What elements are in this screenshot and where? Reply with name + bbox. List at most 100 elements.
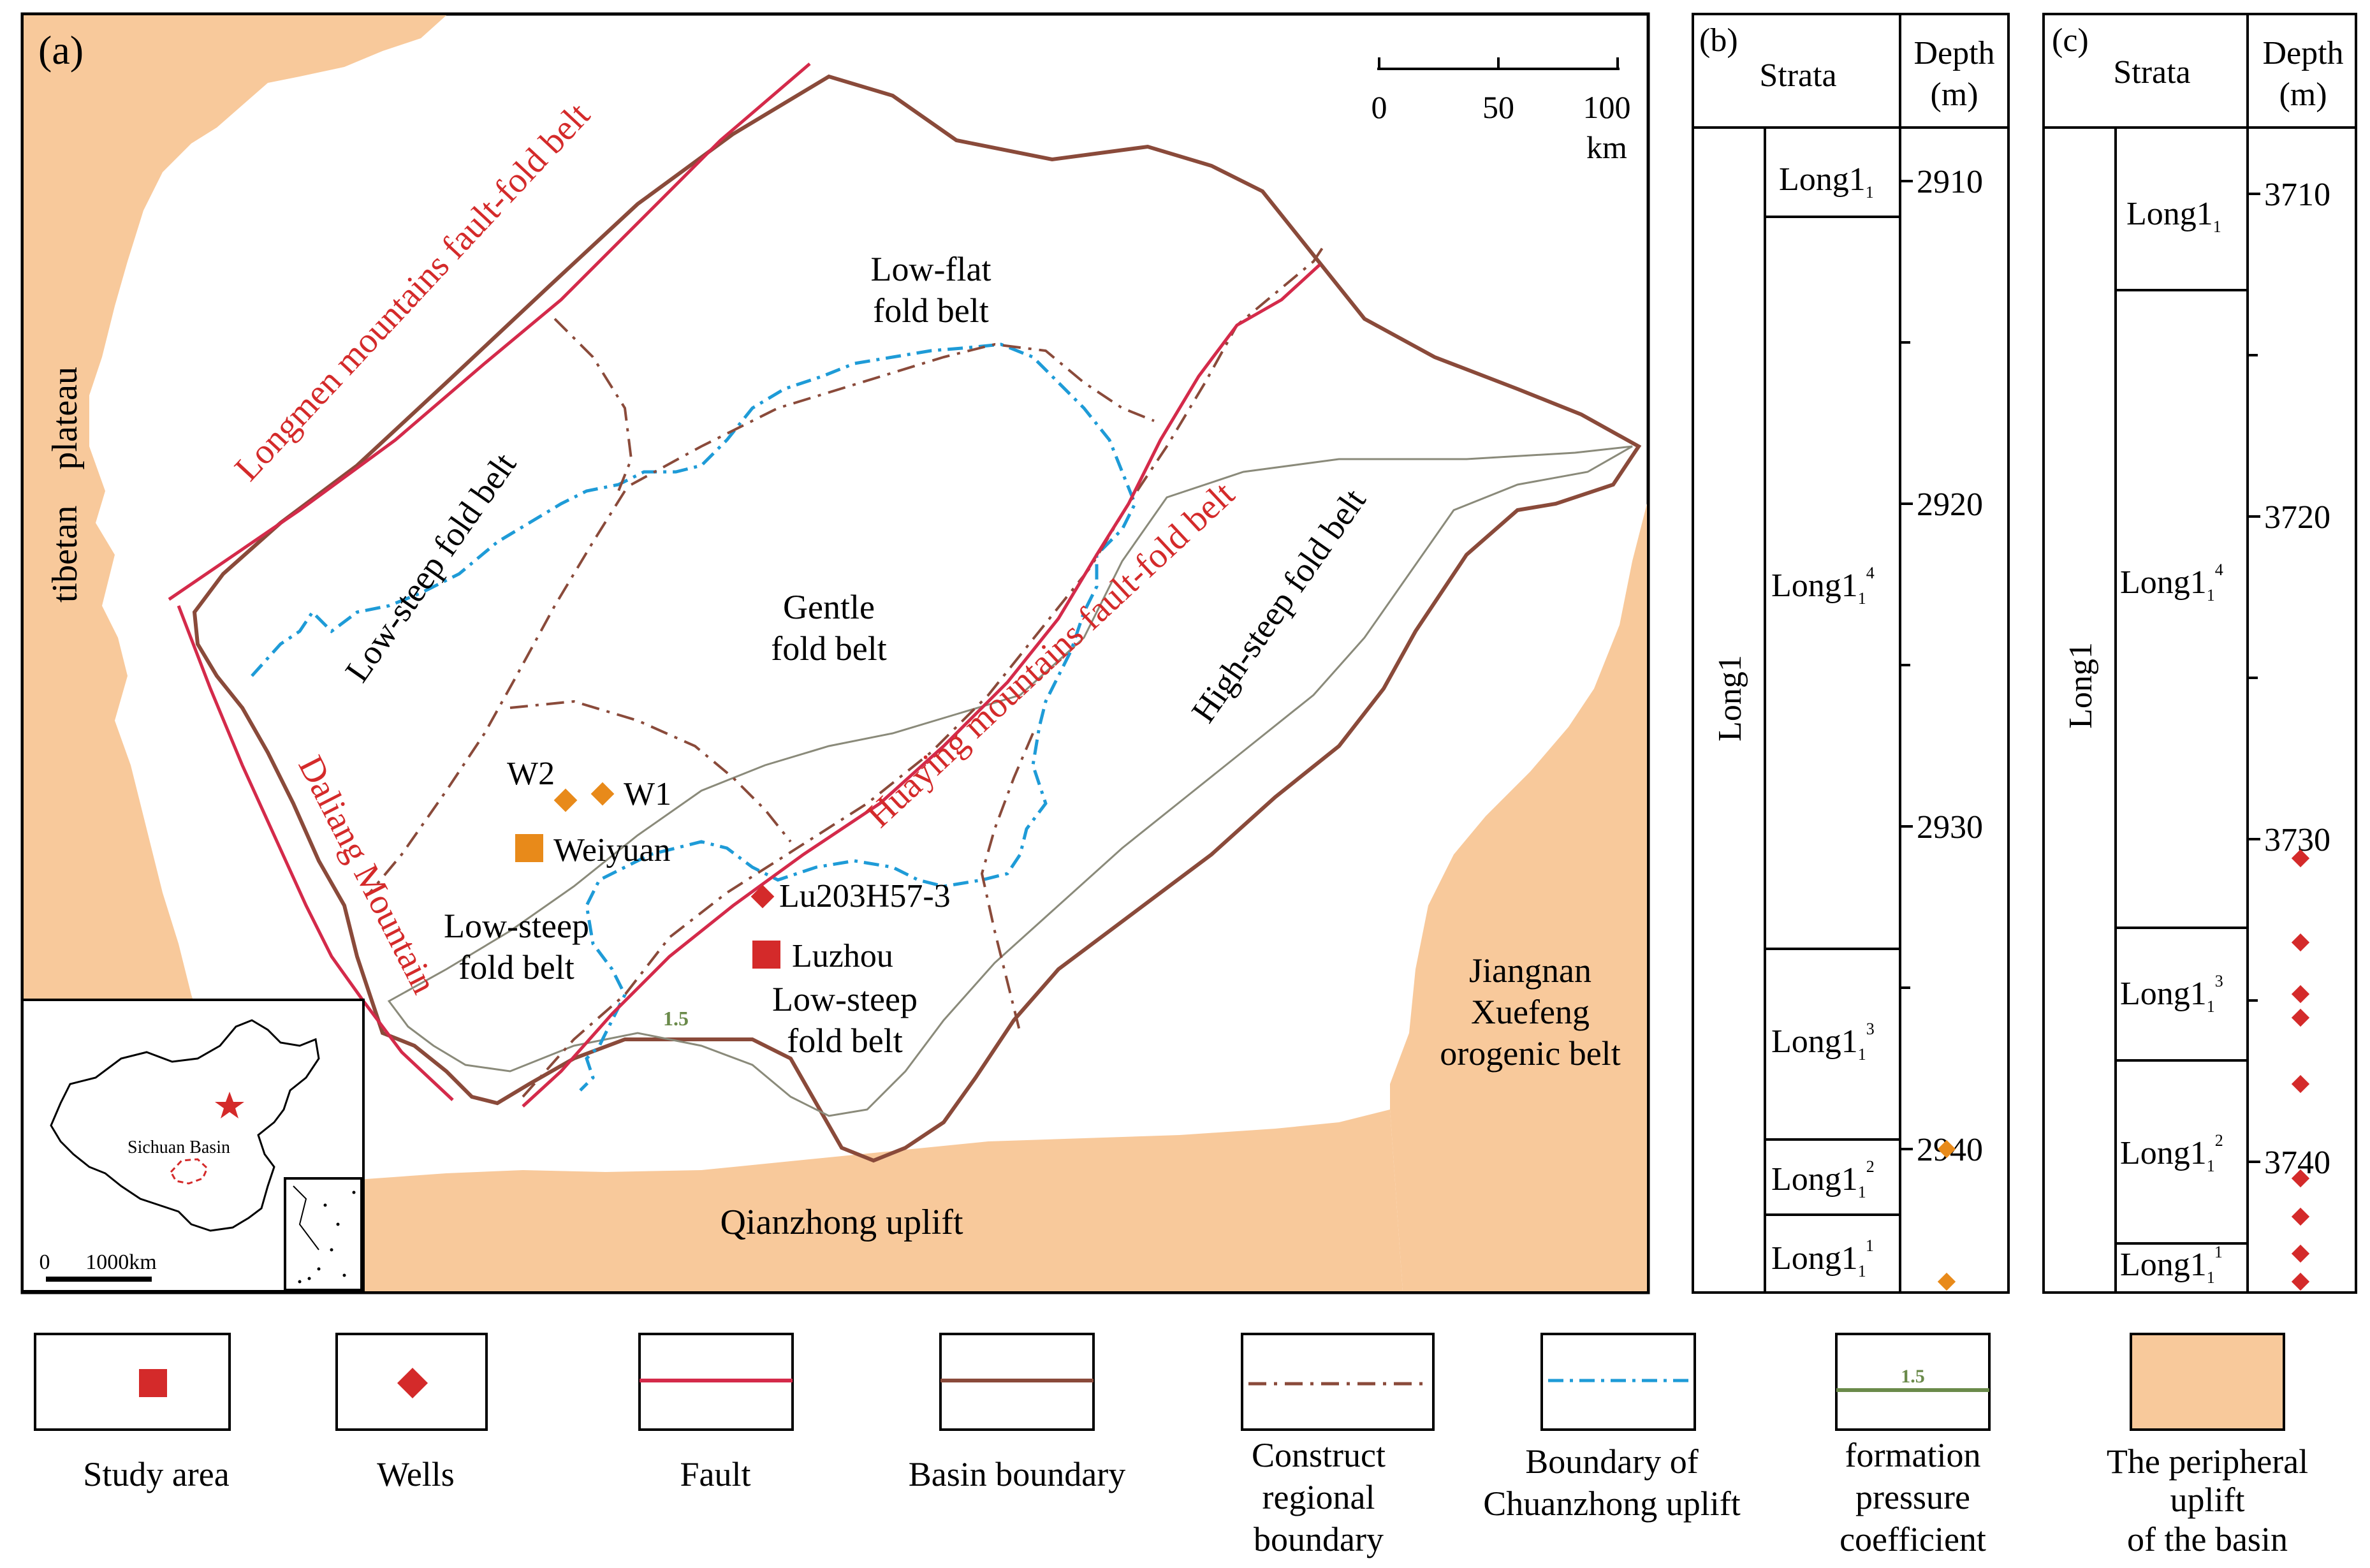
qianzhong-uplift-label: Qianzhong uplift	[720, 1203, 963, 1242]
lu203-label: Lu203H57-3	[779, 878, 951, 914]
svg-text:Long112: Long112	[1771, 1157, 1875, 1201]
china-outline	[50, 1019, 320, 1232]
panel-c-unit-3: Long113	[2120, 972, 2223, 1016]
svg-text:Long11: Long11	[1779, 161, 1874, 201]
legend-peripheral-label-1: The peripheral	[2107, 1442, 2308, 1481]
tibetan-plateau-label: tibetan plateau	[45, 367, 85, 603]
panel-c-depth-3720: 3720	[2264, 499, 2330, 536]
lu203-well-marker	[750, 884, 775, 909]
scale-tick-0: 0	[1372, 89, 1387, 125]
legend-pressure-label-3: coefficient	[1840, 1520, 1986, 1558]
low-steep-s-label-1: Low-steep	[772, 980, 918, 1018]
svg-text:Long111: Long111	[1771, 1236, 1874, 1280]
basin-boundary	[192, 74, 1642, 1163]
legend-wells-label: Wells	[377, 1455, 455, 1493]
panel-c-sample-markers	[2291, 849, 2310, 1291]
panel-a-label: (a)	[38, 27, 84, 73]
panel-c-label: (c)	[2052, 22, 2089, 59]
legend-fault-label: Fault	[680, 1455, 750, 1493]
panel-b-unit-1: Long11	[1779, 161, 1874, 201]
strata-panel-c	[2042, 13, 2357, 1294]
panel-c-sample-marker	[2291, 933, 2310, 952]
faults	[168, 62, 1321, 1108]
legend-basin-boundary-label: Basin boundary	[909, 1455, 1125, 1493]
luzhou-label: Luzhou	[792, 938, 893, 974]
low-steep-s-label-2: fold belt	[787, 1022, 902, 1060]
svg-text:Long111: Long111	[2120, 1243, 2223, 1287]
pressure-contour	[387, 445, 1633, 1117]
weiyuan-label: Weiyuan	[553, 832, 671, 868]
legend-peripheral-label-3: of the basin	[2127, 1520, 2288, 1558]
panel-c-unit-4: Long112	[2120, 1131, 2223, 1175]
panel-b-depth-2930: 2930	[1917, 809, 1983, 846]
panel-c-strata-header: Strata	[2113, 54, 2190, 91]
luzhou-study-area	[752, 941, 780, 969]
scale-bar	[1377, 57, 1620, 70]
legend-construct-label-2: regional	[1262, 1478, 1375, 1516]
panel-c-depth-header-2: (m)	[2279, 77, 2327, 113]
inset-coast	[293, 1185, 319, 1250]
legend-construct: Construct regional boundary	[1241, 1333, 1435, 1558]
legend-peripheral-label-2: uplift	[2170, 1481, 2245, 1519]
panel-b-depth-2910: 2910	[1917, 164, 1983, 200]
legend-construct-label-1: Construct	[1252, 1436, 1386, 1474]
w1-label: W1	[624, 776, 671, 812]
panel-b-label: (b)	[1699, 22, 1738, 59]
legend-chuanzhong: Boundary of Chuanzhong uplift	[1483, 1333, 1741, 1523]
panel-b-unit-4: Long112	[1771, 1157, 1875, 1201]
sichuan-basin-outline	[170, 1158, 208, 1185]
map-panel: 0 50 100 km (a) tibetan plateau Qianzhon…	[20, 12, 1650, 1294]
legend-pressure: 1.5 formation pressure coefficient	[1835, 1333, 1991, 1558]
w2-label: W2	[507, 756, 555, 792]
inset-sichuan-label: Sichuan Basin	[128, 1138, 230, 1157]
panel-b-sample-marker	[1937, 1272, 1956, 1291]
panel-c-unit-2: Long114	[2120, 561, 2223, 604]
chuanzhong-boundary	[251, 342, 1137, 1092]
panel-c-depth-header-1: Depth	[2262, 35, 2343, 71]
legend-chuanzhong-label-2: Chuanzhong uplift	[1483, 1484, 1740, 1523]
panel-b-strata-header: Strata	[1759, 57, 1836, 94]
strata-panel-b	[1692, 13, 2010, 1294]
panel-b-unit-5: Long111	[1771, 1236, 1874, 1280]
panel-c-depth-3730: 3730	[2264, 822, 2330, 858]
construct-boundaries	[369, 241, 1328, 1098]
legend-pressure-value: 1.5	[1901, 1366, 1925, 1387]
jiangnan-label-1: Jiangnan	[1469, 951, 1591, 990]
gentle-label-2: fold belt	[771, 629, 886, 668]
legend-pressure-label-2: pressure	[1855, 1478, 1970, 1516]
low-steep-w-label-2: fold belt	[458, 948, 574, 986]
svg-text:Long114: Long114	[1771, 564, 1875, 608]
contour-value-label: 1.5	[663, 1007, 689, 1030]
legend-basin-boundary: Basin boundary	[909, 1333, 1125, 1493]
panel-b-sample-marker	[1937, 1139, 1956, 1159]
inset-scale-start: 0	[40, 1250, 50, 1274]
inset-islands	[298, 1191, 356, 1284]
panel-c-sample-marker	[2291, 1244, 2310, 1263]
panel-b-ticks	[1900, 180, 1913, 1150]
weiyuan-study-area	[515, 834, 543, 862]
scale-tick-50: 50	[1482, 89, 1514, 125]
beijing-star-icon	[215, 1092, 244, 1118]
panel-c-sample-marker	[2291, 849, 2310, 868]
low-flat-label-2: fold belt	[873, 291, 988, 330]
panel-c-sample-marker	[2291, 1207, 2310, 1226]
low-steep-w-label-1: Low-steep	[444, 907, 589, 945]
peripheral-uplift-east	[1390, 504, 1647, 1291]
panel-c-unit-5: Long111	[2120, 1243, 2223, 1287]
panel-c-unit-1: Long11	[2126, 196, 2221, 236]
panel-b-depth-header-2: (m)	[1930, 77, 1978, 113]
panel-c-ticks	[2248, 193, 2260, 1163]
svg-text:Long113: Long113	[1771, 1020, 1875, 1064]
legend-pressure-label-1: formation	[1845, 1436, 1981, 1474]
panel-c-sample-marker	[2291, 1074, 2310, 1094]
inset-scale-end: 1000km	[85, 1250, 156, 1274]
scale-tick-100: 100	[1583, 89, 1631, 125]
panel-c-formation: Long1	[2063, 642, 2099, 729]
well-w1-marker	[590, 782, 615, 806]
panel-c-sample-marker	[2291, 1008, 2310, 1027]
panel-b-depth-2920: 2920	[1917, 487, 1983, 523]
scale-unit: km	[1586, 129, 1627, 165]
legend: Study area Wells Fault Basin boundary Co…	[34, 1333, 2308, 1558]
fault-longmen	[168, 62, 811, 601]
legend-wells: Wells	[335, 1333, 488, 1493]
